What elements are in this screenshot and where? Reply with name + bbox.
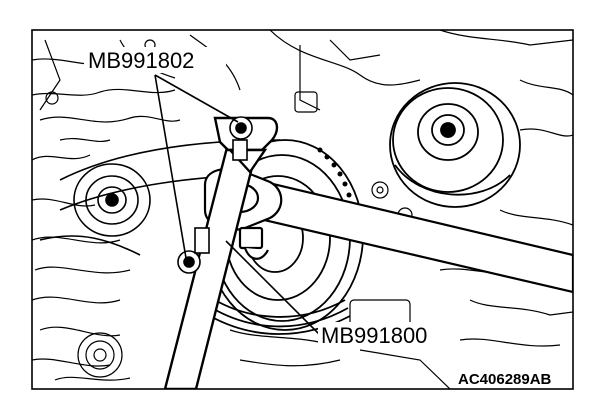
spanner-pins <box>177 116 253 274</box>
tensioner-pulley-right <box>389 82 521 208</box>
leader-lines <box>154 74 321 336</box>
label-tool-lower: MB991800 <box>321 323 427 348</box>
idler-pulley-left <box>73 163 151 237</box>
figure-frame <box>31 29 574 390</box>
timing-marks <box>317 147 355 222</box>
label-tool-upper: MB991802 <box>88 48 194 73</box>
figure-code: AC406289AB <box>458 371 552 388</box>
